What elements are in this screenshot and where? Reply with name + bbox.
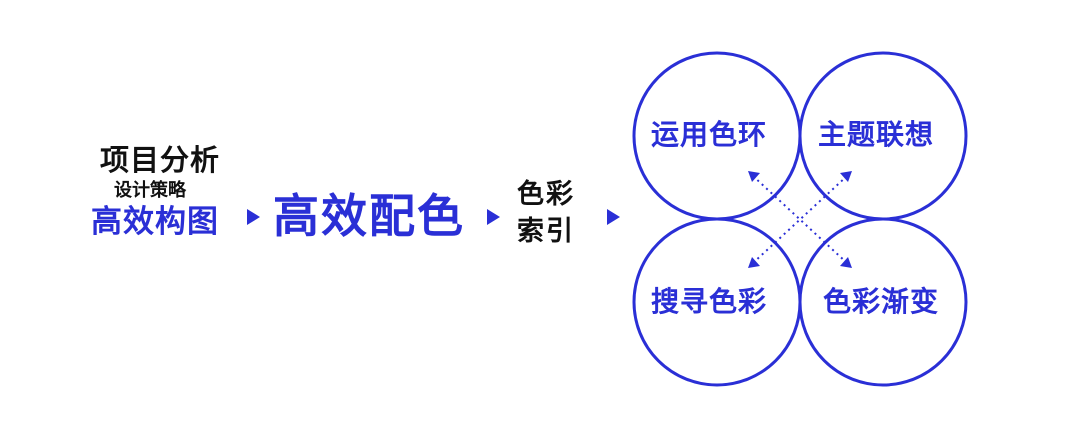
design-strategy-label: 设计策略 bbox=[114, 180, 186, 201]
color-index-line2: 索引 bbox=[517, 216, 575, 247]
arrowhead-icon bbox=[748, 257, 760, 268]
arrow-right-icon bbox=[487, 209, 500, 225]
circle-label-theme-association: 主题联想 bbox=[818, 118, 935, 151]
arrowhead-icon bbox=[748, 171, 760, 182]
circle-label-color-wheel: 运用色环 bbox=[651, 118, 768, 151]
circle-label-color-gradient: 色彩渐变 bbox=[823, 285, 940, 318]
circle-color-gradient bbox=[798, 217, 968, 387]
arrow-right-icon bbox=[607, 209, 620, 225]
circle-label-search-colors: 搜寻色彩 bbox=[651, 285, 768, 318]
color-index-line1: 色彩 bbox=[517, 179, 575, 210]
project-analysis-label: 项目分析 bbox=[100, 143, 221, 177]
arrowhead-icon bbox=[840, 257, 852, 268]
arrow-right-icon bbox=[247, 209, 260, 225]
main-title: 高效配色 bbox=[273, 189, 465, 243]
efficient-composition-label: 高效构图 bbox=[91, 204, 219, 240]
arrowhead-icon bbox=[840, 171, 852, 182]
